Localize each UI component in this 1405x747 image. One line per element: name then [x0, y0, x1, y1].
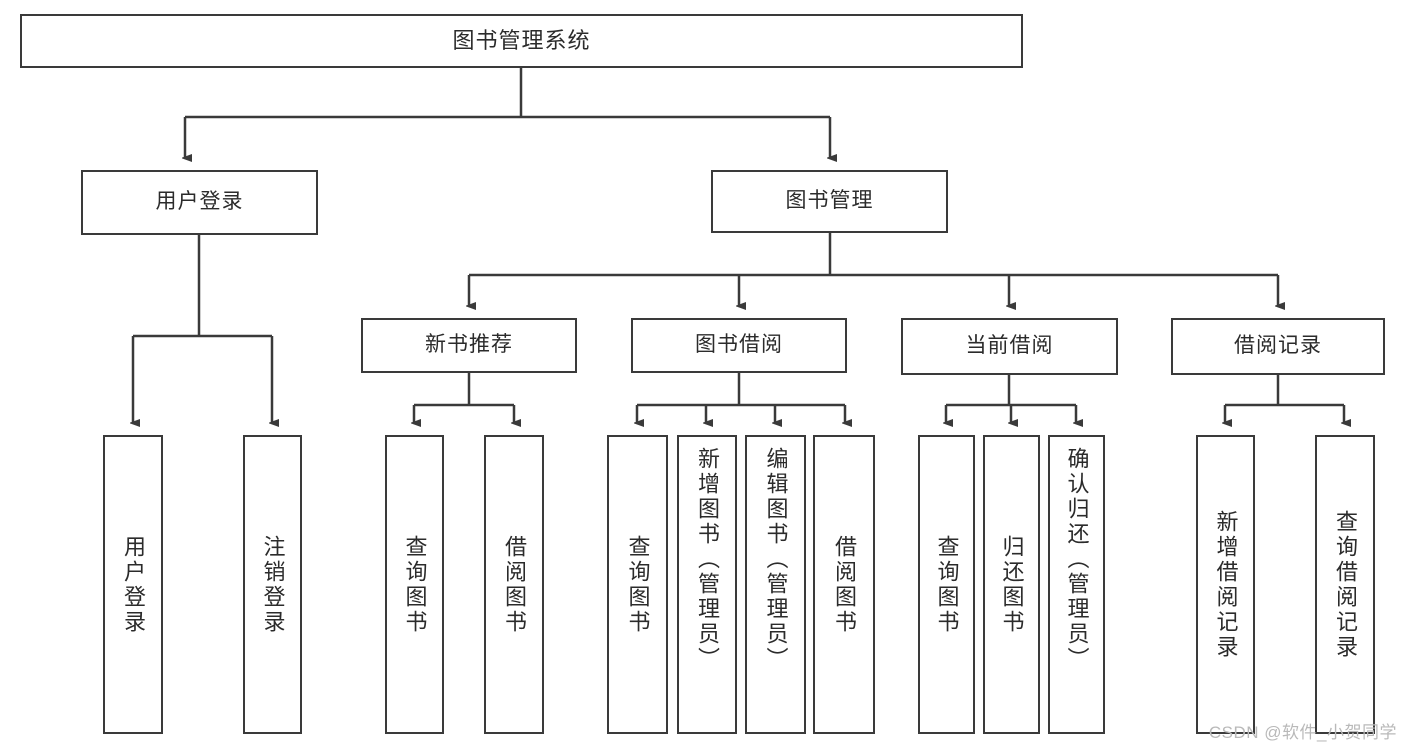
leaf-edit-book-admin[interactable]: 编辑图书（管理员） [745, 435, 806, 734]
node-book-management[interactable]: 图书管理 [711, 170, 948, 233]
leaf-add-borrow-record[interactable]: 新增借阅记录 [1196, 435, 1255, 734]
node-label: 编辑图书（管理员） [763, 447, 789, 672]
leaf-borrow-book[interactable]: 借阅图书 [813, 435, 875, 734]
node-label: 查询借阅记录 [1333, 509, 1358, 660]
node-label: 查询图书 [934, 534, 960, 635]
node-label: 新增图书（管理员） [695, 447, 720, 672]
node-root-system[interactable]: 图书管理系统 [20, 14, 1023, 68]
node-label: 用户登录 [155, 190, 244, 214]
leaf-borrow-book-new[interactable]: 借阅图书 [484, 435, 544, 734]
leaf-confirm-return-admin[interactable]: 确认归还（管理员） [1048, 435, 1105, 734]
leaf-logout[interactable]: 注销登录 [243, 435, 302, 734]
leaf-user-login[interactable]: 用户登录 [103, 435, 163, 734]
node-label: 当前借阅 [965, 334, 1054, 358]
node-book-borrow[interactable]: 图书借阅 [631, 318, 847, 373]
node-label: 图书管理 [785, 189, 874, 213]
node-current-borrow[interactable]: 当前借阅 [901, 318, 1118, 375]
node-label: 新增借阅记录 [1213, 509, 1239, 660]
node-new-book-recommend[interactable]: 新书推荐 [361, 318, 577, 373]
leaf-return-book[interactable]: 归还图书 [983, 435, 1040, 734]
node-label: 借阅图书 [502, 534, 527, 635]
node-label: 借阅记录 [1234, 334, 1322, 358]
node-label: 归还图书 [999, 534, 1025, 635]
node-user-login[interactable]: 用户登录 [81, 170, 318, 235]
node-label: 确认归还（管理员） [1064, 447, 1090, 672]
node-label: 图书借阅 [695, 333, 783, 357]
node-label: 查询图书 [625, 534, 651, 635]
node-label: 图书管理系统 [452, 28, 591, 54]
node-label: 借阅图书 [832, 534, 857, 635]
leaf-query-book-borrow[interactable]: 查询图书 [607, 435, 668, 734]
leaf-query-borrow-record[interactable]: 查询借阅记录 [1315, 435, 1375, 734]
node-label: 注销登录 [260, 534, 286, 635]
leaf-add-book-admin[interactable]: 新增图书（管理员） [677, 435, 737, 734]
node-borrow-record[interactable]: 借阅记录 [1171, 318, 1385, 375]
watermark-text: CSDN @软件_小贺同学 [1208, 723, 1397, 742]
node-label: 查询图书 [402, 534, 428, 635]
leaf-query-book-new[interactable]: 查询图书 [385, 435, 444, 734]
leaf-query-book-current[interactable]: 查询图书 [918, 435, 975, 734]
node-label: 新书推荐 [425, 333, 513, 357]
node-label: 用户登录 [121, 534, 146, 635]
